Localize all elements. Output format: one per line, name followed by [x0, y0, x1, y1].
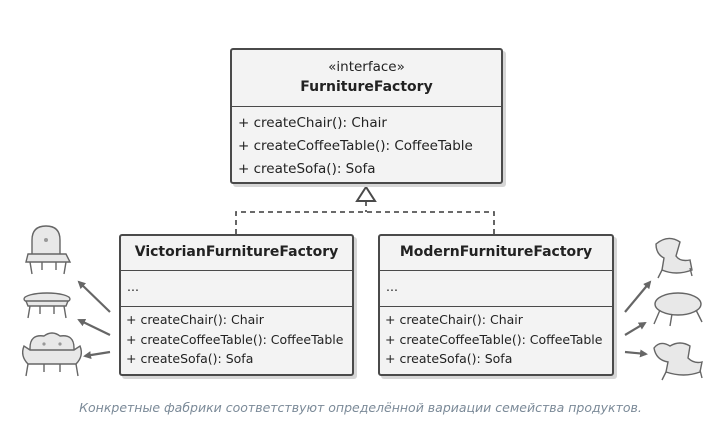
interface-header: «interface» FurnitureFactory: [232, 50, 501, 106]
victorian-factory-box: VictorianFurnitureFactory ... + createCh…: [119, 234, 354, 376]
modern-method-create-chair: + createChair(): Chair: [385, 312, 523, 327]
victorian-method-create-sofa: + createSofa(): Sofa: [126, 351, 254, 366]
modern-sofa-icon: [653, 342, 703, 381]
interface-method-create-coffee-table: + createCoffeeTable(): CoffeeTable: [238, 138, 473, 154]
victorian-factory-fields: ...: [121, 270, 352, 306]
realization-lines: [235, 201, 495, 234]
modern-factory-box: ModernFurnitureFactory ... + createChair…: [378, 234, 614, 376]
modern-method-create-sofa: + createSofa(): Sofa: [385, 351, 513, 366]
victorian-method-create-chair: + createChair(): Chair: [126, 312, 264, 327]
victorian-factory-methods: + createChair(): Chair + createCoffeeTab…: [121, 306, 352, 369]
victorian-coffee-table-icon: [23, 292, 71, 319]
interface-method-create-chair: + createChair(): Chair: [238, 115, 387, 131]
modern-factory-name: ModernFurnitureFactory: [399, 244, 593, 260]
figure-caption: Конкретные фабрики соответствуют определ…: [79, 400, 642, 415]
arrow-to-victorian-sofa: [83, 350, 111, 360]
modern-chair-icon: [655, 237, 693, 279]
arrow-to-modern-sofa: [624, 349, 648, 358]
arrow-to-victorian-chair: [77, 280, 111, 313]
victorian-method-create-coffee-table: + createCoffeeTable(): CoffeeTable: [126, 331, 344, 347]
victorian-factory-name: VictorianFurnitureFactory: [134, 244, 339, 260]
modern-factory-methods: + createChair(): Chair + createCoffeeTab…: [380, 306, 612, 369]
furniture-factory-interface-box: «interface» FurnitureFactory + createCha…: [230, 48, 503, 184]
interface-method-create-sofa: + createSofa(): Sofa: [238, 161, 376, 177]
interface-stereotype: «interface»: [328, 59, 405, 75]
victorian-sofa-icon: [21, 332, 83, 377]
arrow-to-victorian-table: [77, 319, 111, 336]
realization-branch: [235, 211, 495, 234]
realization-arrowhead: [355, 185, 377, 202]
modern-method-create-coffee-table: + createCoffeeTable(): CoffeeTable: [385, 331, 603, 347]
arrow-to-modern-table: [624, 321, 647, 336]
interface-methods: + createChair(): Chair + createCoffeeTab…: [232, 106, 501, 186]
modern-factory-fields: ...: [380, 270, 612, 306]
interface-name: FurnitureFactory: [300, 79, 433, 95]
victorian-chair-icon: [25, 225, 72, 275]
arrow-to-modern-chair: [624, 280, 652, 313]
modern-coffee-table-icon: [653, 292, 703, 327]
